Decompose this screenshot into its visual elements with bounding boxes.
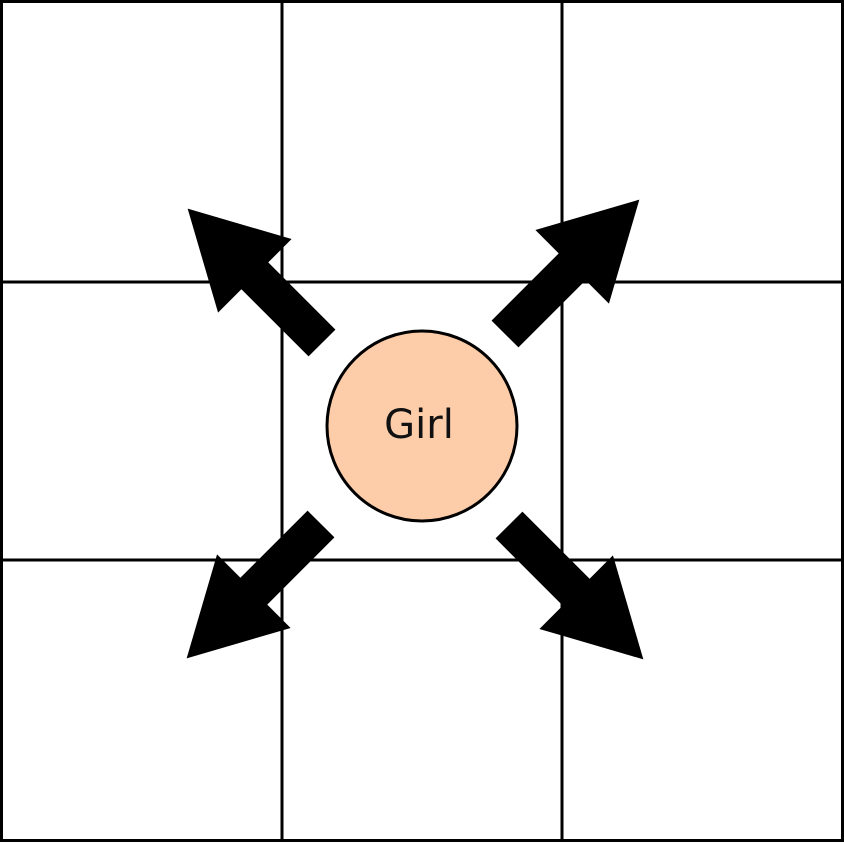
arrow-down-left <box>186 510 335 659</box>
girl-token: Girl <box>325 329 519 523</box>
arrow-down-right <box>495 511 644 660</box>
arrow-up-right <box>491 199 640 348</box>
token-circle <box>325 329 519 523</box>
token-label: Girl <box>384 402 454 448</box>
arrow-up-left <box>187 208 336 357</box>
arrows-group <box>186 199 644 660</box>
